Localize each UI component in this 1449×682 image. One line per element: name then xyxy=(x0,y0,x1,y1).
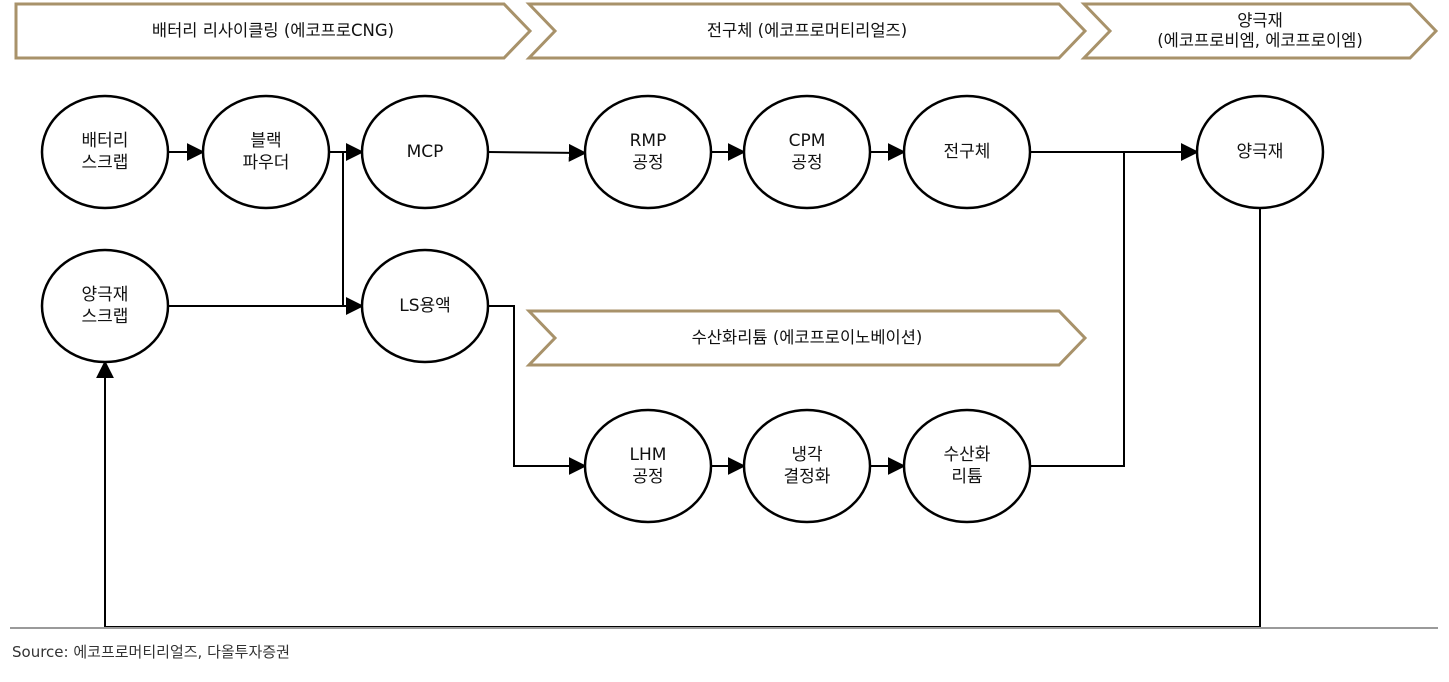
banner-precursor-shape xyxy=(525,2,1088,60)
node-mcp xyxy=(360,94,490,210)
node-cooling-label: 냉각 결정화 xyxy=(783,445,831,487)
node-battery-scrap xyxy=(40,94,170,210)
edge-black-powder-to-ls-solution xyxy=(329,151,364,315)
banner-lioh-label: 수산화리튬 (에코프로이노베이션) xyxy=(691,328,923,347)
banner-cathode-shape xyxy=(1080,2,1439,60)
edge-mcp-to-rmp xyxy=(487,143,587,162)
node-black-powder-label: 블랙 파우더 xyxy=(242,131,290,173)
banner-lioh-shape xyxy=(525,309,1088,367)
source-divider xyxy=(10,627,1438,629)
node-rmp xyxy=(583,94,713,210)
node-mcp-label: MCP xyxy=(406,142,444,162)
node-precursor xyxy=(902,94,1032,210)
node-cathode xyxy=(1195,94,1325,210)
node-ls-solution-label: LS용액 xyxy=(399,296,451,316)
edge-ls-solution-to-lhm xyxy=(488,305,587,475)
node-lioh xyxy=(902,408,1032,524)
node-ls-solution xyxy=(360,248,490,364)
node-black-powder xyxy=(201,94,331,210)
node-cpm xyxy=(742,94,872,210)
node-lhm-label: LHM 공정 xyxy=(629,445,667,487)
node-cathode-scrap xyxy=(40,248,170,364)
banner-recycling-label: 배터리 리사이클링 (에코프로CNG) xyxy=(151,21,395,40)
node-rmp-label: RMP 공정 xyxy=(629,131,667,173)
node-cathode-label: 양극재 xyxy=(1236,142,1284,162)
edge-lioh-to-cathode xyxy=(1030,143,1199,467)
source-note: Source: 에코프로머티리얼즈, 다올투자증권 xyxy=(12,643,290,661)
node-cooling xyxy=(742,408,872,524)
edge-cathode-scrap-to-mcp xyxy=(342,143,364,306)
node-lioh-label: 수산화 리튬 xyxy=(943,445,991,487)
node-lhm xyxy=(583,408,713,524)
node-battery-scrap-label: 배터리 스크랩 xyxy=(81,131,129,173)
banner-precursor-label: 전구체 (에코프로머티리얼즈) xyxy=(706,21,908,40)
node-cpm-label: CPM 공정 xyxy=(788,131,826,173)
banner-recycling-shape xyxy=(14,2,533,60)
node-cathode-scrap-label: 양극재 스크랩 xyxy=(81,285,129,327)
banner-cathode-label: 양극재 (에코프로비엠, 에코프로이엠) xyxy=(1157,11,1363,50)
node-precursor-label: 전구체 xyxy=(943,142,991,162)
